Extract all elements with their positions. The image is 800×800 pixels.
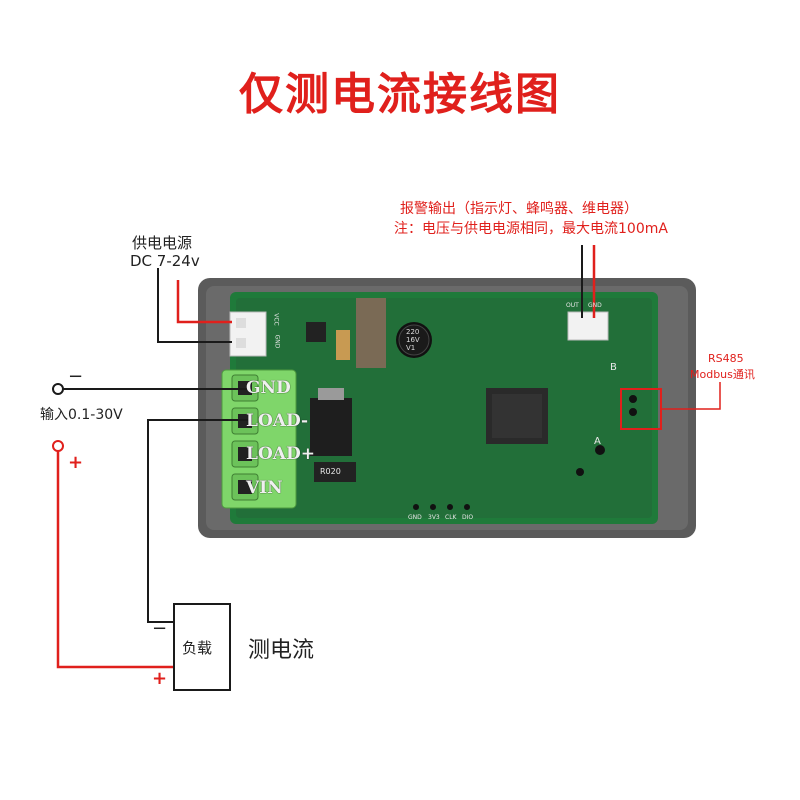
terminal-screw-hole-3 <box>238 480 252 494</box>
power-pin-gnd <box>236 338 246 348</box>
bottom-pin-hole-clk <box>447 504 453 510</box>
rs485-protocol-label: Modbus通讯 <box>690 368 755 381</box>
input-plus-terminal <box>52 440 64 452</box>
power-supply-range: DC 7-24v <box>130 252 200 270</box>
silk-out: OUT <box>566 302 579 309</box>
silk-cap-220: 220 <box>406 328 420 336</box>
bottom-pin-hole-3v3 <box>430 504 436 510</box>
voltage-regulator <box>310 398 352 456</box>
terminal-label-gnd: GND <box>246 378 291 398</box>
regulator-tab <box>318 388 344 400</box>
load-plus-sign: + <box>152 668 168 689</box>
via-1 <box>576 468 584 476</box>
silk-alarm-gnd: GND <box>588 302 602 309</box>
terminal-label-load-minus: LOAD- <box>246 411 309 431</box>
terminal-label-vin: VIN <box>246 478 283 498</box>
alarm-output-label: 报警输出（指示灯、蜂鸣器、维电器） <box>400 201 638 217</box>
bottom-pin-hole-dio <box>464 504 470 510</box>
ic-small <box>306 322 326 342</box>
silk-vcc: VCC <box>272 313 280 326</box>
load-minus-wire <box>147 419 248 623</box>
rs485-pin-a <box>629 408 637 416</box>
power-connector <box>229 311 267 357</box>
terminal-screw-hole-2 <box>238 447 252 461</box>
mount-hole <box>595 445 605 455</box>
bottom-pin-holes <box>413 504 470 510</box>
power-wire-black <box>157 268 232 343</box>
inductor <box>356 298 386 368</box>
page-title: 仅测电流接线图 <box>239 69 561 120</box>
load-minus-sign: − <box>152 618 168 639</box>
power-supply-label: 供电电源 <box>132 234 193 252</box>
bottom-pin-hole-gnd <box>413 504 419 510</box>
input-voltage-label: 输入0.1-30V <box>40 407 123 423</box>
silk-bottom-gnd: GND <box>408 514 422 521</box>
load-caption: 测电流 <box>248 638 315 663</box>
power-pin-vcc <box>236 318 246 328</box>
load-box <box>173 603 231 691</box>
rs485-pin-b <box>629 395 637 403</box>
silk-bottom-dio: DIO <box>462 514 474 521</box>
rs485-leader <box>661 382 721 410</box>
silk-b: B <box>610 362 617 373</box>
silk-cap-v1: V1 <box>406 344 416 352</box>
input-minus-sign: − <box>68 366 84 387</box>
small-cap-1 <box>336 330 350 360</box>
input-plus-wire <box>56 451 174 669</box>
silk-resistor: R020 <box>320 467 341 476</box>
capacitor-top <box>398 324 430 356</box>
terminal-label-load-plus: LOAD+ <box>246 444 315 464</box>
shunt-resistor <box>314 462 356 482</box>
input-minus-terminal <box>52 383 64 395</box>
mcu-top <box>492 394 542 438</box>
silk-bottom-clk: CLK <box>445 514 457 521</box>
rs485-label: RS485 <box>708 352 744 365</box>
alarm-output-note: 注：电压与供电电源相同，最大电流100mA <box>394 221 668 237</box>
silk-cap-16v: 16V <box>406 336 420 344</box>
silk-a: A <box>594 436 601 447</box>
input-plus-sign: + <box>68 452 84 473</box>
load-box-label: 负载 <box>182 639 213 657</box>
power-wire-red <box>176 280 232 324</box>
silk-bottom-3v3: 3V3 <box>428 514 440 521</box>
silk-gnd: GND <box>273 334 281 349</box>
alarm-connector <box>567 311 609 341</box>
